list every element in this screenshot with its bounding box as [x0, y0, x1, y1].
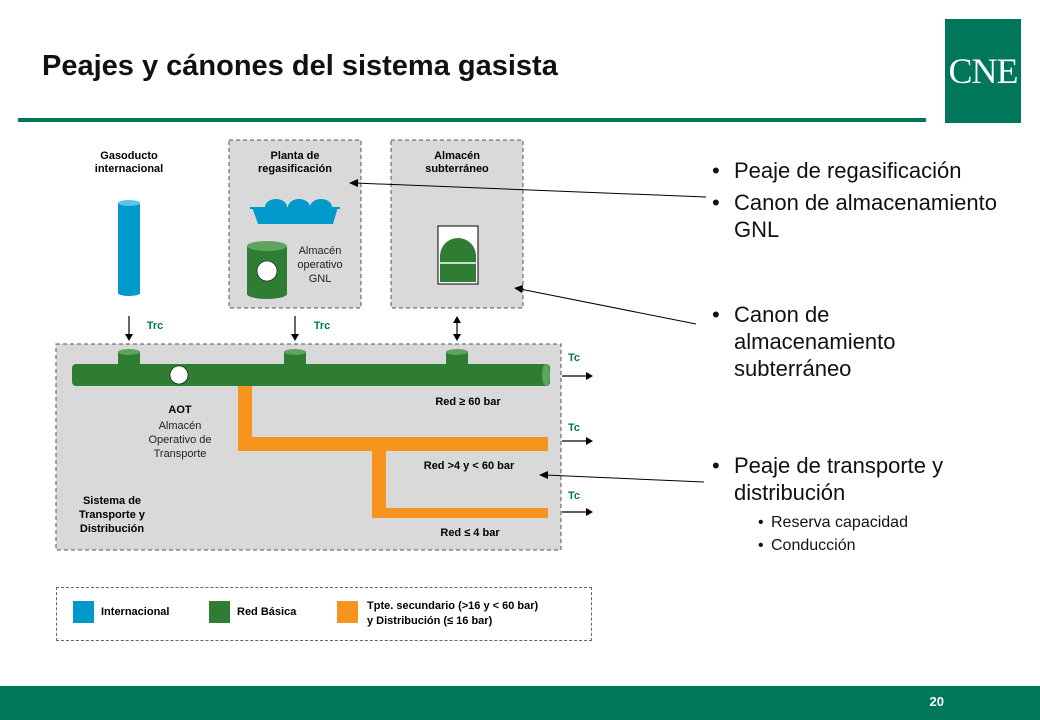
subbullet-reserva: •Reserva capacidad	[758, 514, 908, 531]
planta-label: Planta de regasificación	[258, 150, 332, 175]
almacen-gnl-label: Almacén operativo GNL	[297, 245, 343, 285]
tc-label-1: Tc	[567, 352, 581, 364]
legend-swatch-red-basica	[209, 601, 230, 623]
page-title: Peajes y cánones del sistema gasista	[42, 50, 558, 82]
gnl-tank-icon	[247, 241, 287, 299]
page-number: 20	[929, 694, 944, 709]
gas-system-diagram	[55, 139, 707, 551]
tc-label-2: Tc	[567, 422, 581, 434]
bullet-transporte: •Peaje de transporte y distribución	[712, 453, 944, 505]
legend-internacional: Internacional	[101, 606, 170, 618]
main-pipe	[72, 364, 550, 386]
trc-label-2: Trc	[313, 320, 331, 332]
legend-red-basica: Red Básica	[237, 606, 297, 618]
underground-storage-icon	[437, 225, 479, 285]
gasoducto-label: Gasoducto internacional	[94, 150, 164, 175]
almacen-subterraneo-label: Almacén subterráneo	[425, 150, 489, 175]
red-60-label: Red ≥ 60 bar	[435, 396, 501, 408]
bullet-canon-subterraneo: •Canon de almacenamiento subterráneo	[712, 302, 896, 381]
red-mid-label: Red >4 y < 60 bar	[423, 460, 515, 472]
legend-swatch-internacional	[73, 601, 94, 623]
cne-logo: CNE	[945, 19, 1021, 123]
footer-bar: 20	[0, 686, 1040, 720]
legend-secundario-2: y Distribución (≤ 16 bar)	[367, 615, 493, 627]
bullet-canon-gnl: •Canon de almacenamiento GNL	[712, 190, 997, 242]
aot-title: AOT	[168, 404, 192, 416]
title-divider	[18, 118, 926, 122]
red-4-label: Red ≤ 4 bar	[440, 527, 500, 539]
legend-swatch-secundario	[337, 601, 358, 623]
aot-description: Almacén Operativo de Transporte	[148, 420, 212, 460]
trc-label-1: Trc	[146, 320, 164, 332]
subbullet-conduccion: •Conducción	[758, 537, 856, 554]
tc-label-3: Tc	[567, 490, 581, 502]
legend-secundario-1: Tpte. secundario (>16 y < 60 bar)	[367, 600, 539, 612]
bullet-regasificacion: •Peaje de regasificación	[712, 158, 962, 183]
gasoducto-cylinder	[118, 200, 140, 296]
secondary-pipes	[238, 386, 548, 518]
sistema-label: Sistema de Transporte y Distribución	[78, 495, 146, 535]
aot-valve	[169, 365, 189, 385]
legend	[56, 587, 592, 641]
